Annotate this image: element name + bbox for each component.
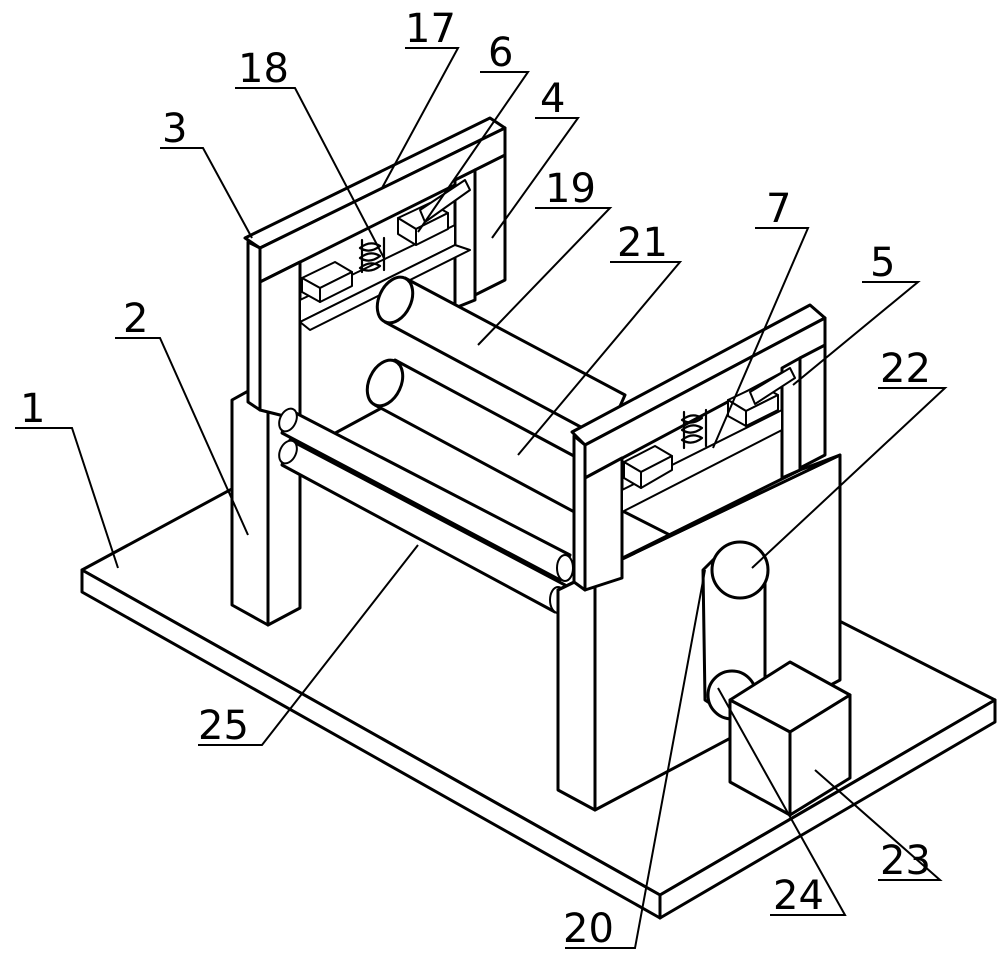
- label-5: 5: [870, 240, 895, 286]
- label-25: 25: [198, 703, 249, 749]
- label-7: 7: [766, 186, 791, 232]
- label-6: 6: [488, 30, 513, 76]
- label-19: 19: [545, 166, 596, 212]
- back-spring-assembly: [301, 179, 471, 303]
- leader-lines: [15, 47, 948, 949]
- label-1: 1: [20, 386, 45, 432]
- upper-pulley: [710, 540, 770, 600]
- label-18: 18: [238, 46, 289, 92]
- back-frame: [243, 116, 507, 422]
- label-17: 17: [405, 6, 456, 52]
- label-20: 20: [563, 906, 614, 952]
- label-21: 21: [617, 220, 668, 266]
- label-23: 23: [880, 838, 931, 884]
- right-frame: [570, 303, 827, 592]
- label-2: 2: [123, 296, 148, 342]
- label-3: 3: [162, 106, 187, 152]
- label-24: 24: [773, 873, 824, 919]
- part-labels: 1 2 3 4 5 6 7 17 18 19 20 21 22 23 24 25: [20, 6, 931, 952]
- label-4: 4: [540, 76, 565, 122]
- motor-box: [728, 660, 852, 817]
- label-22: 22: [880, 346, 931, 392]
